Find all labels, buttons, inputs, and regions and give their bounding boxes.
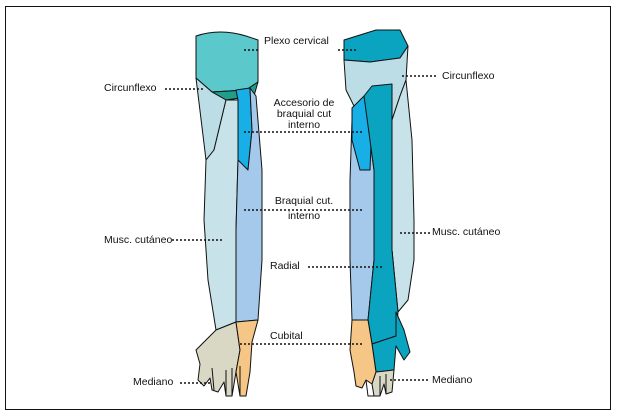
label-mediano-left: Mediano: [133, 377, 173, 388]
right-hand-mediano: [372, 370, 394, 396]
label-musc-cutaneo-left: Musc. cutáneo: [104, 235, 172, 246]
label-braquial-line2: interno: [262, 211, 346, 222]
left-arm: [196, 32, 262, 396]
label-plexo-cervical: Plexo cervical: [264, 36, 329, 47]
label-circunflexo-left: Circunflexo: [104, 83, 157, 94]
left-hand-cubital: [236, 320, 258, 396]
label-accesorio-line3: interno: [262, 120, 346, 131]
right-shoulder-plexo-cervical: [344, 30, 408, 62]
label-musc-cutaneo-right: Musc. cutáneo: [432, 227, 500, 238]
label-braquial-line1: Braquial cut.: [262, 196, 346, 207]
left-shoulder-plexo-cervical: [196, 32, 258, 92]
right-arm: [344, 30, 414, 396]
left-hand-mediano: [196, 322, 240, 396]
label-circunflexo-right: Circunflexo: [442, 71, 495, 82]
label-radial: Radial: [270, 261, 300, 272]
label-cubital: Cubital: [270, 331, 303, 342]
label-mediano-right: Mediano: [432, 375, 472, 386]
right-musc-cutaneo: [392, 80, 414, 312]
